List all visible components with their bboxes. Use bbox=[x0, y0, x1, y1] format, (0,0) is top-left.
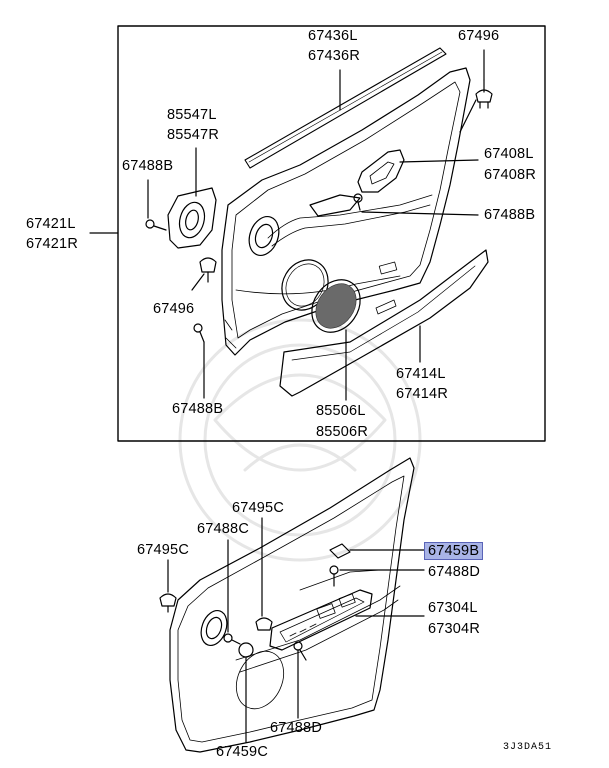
door-trim-panel-lower bbox=[169, 457, 415, 753]
label-67408-l: 67408L bbox=[484, 146, 534, 162]
speaker-bracket bbox=[167, 187, 217, 249]
diagram-code: 3J3DA51 bbox=[503, 742, 553, 753]
inside-handle bbox=[357, 149, 405, 193]
label-67488B-left: 67488B bbox=[122, 158, 174, 174]
clip-67495C-top bbox=[255, 617, 273, 631]
label-85506-r: 85506R bbox=[316, 424, 368, 440]
label-67436-l: 67436L bbox=[308, 28, 358, 44]
label-85506-l: 85506L bbox=[316, 403, 366, 419]
label-67496-mid: 67496 bbox=[153, 301, 195, 317]
watermark-seal bbox=[178, 318, 422, 562]
label-67459C: 67459C bbox=[216, 744, 268, 760]
clip-67496-mid bbox=[199, 257, 217, 283]
label-67488B-right: 67488B bbox=[484, 207, 536, 223]
label-67408-r: 67408R bbox=[484, 167, 536, 183]
screw-67488D-right bbox=[329, 565, 339, 587]
screw-67488B-bottom bbox=[193, 323, 205, 343]
label-67488C: 67488C bbox=[197, 521, 249, 537]
label-67414-r: 67414R bbox=[396, 386, 448, 402]
screw-67488B-right bbox=[353, 193, 363, 211]
speaker-grille bbox=[311, 279, 361, 333]
label-67496-top: 67496 bbox=[458, 28, 500, 44]
label-85547-r: 85547R bbox=[167, 127, 219, 143]
window-switch-panel bbox=[269, 589, 373, 651]
label-67488D-bottom: 67488D bbox=[270, 720, 322, 736]
label-67304-l: 67304L bbox=[428, 600, 478, 616]
label-67459B-highlighted: 67459B bbox=[424, 542, 484, 560]
label-67488B-bottom: 67488B bbox=[172, 401, 224, 417]
label-67436-r: 67436R bbox=[308, 48, 360, 64]
clip-67495C-left bbox=[159, 593, 177, 613]
label-67495C-top: 67495C bbox=[232, 500, 284, 516]
armrest-lower-trim bbox=[279, 249, 489, 397]
door-trim-panel-upper bbox=[221, 67, 471, 356]
belt-molding-strip bbox=[244, 47, 447, 169]
leader-67488B-right bbox=[361, 211, 479, 216]
leader-67496-top-b bbox=[459, 99, 477, 133]
label-67421-r: 67421R bbox=[26, 236, 78, 252]
screw-67488C bbox=[223, 633, 241, 645]
label-67488D-right: 67488D bbox=[428, 564, 480, 580]
cap-67459B bbox=[329, 543, 351, 559]
label-67414-l: 67414L bbox=[396, 366, 446, 382]
cap-67459C bbox=[238, 642, 254, 658]
label-67495C-left: 67495C bbox=[137, 542, 189, 558]
label-85547-l: 85547L bbox=[167, 107, 217, 123]
leader-67496-mid bbox=[191, 273, 205, 291]
clip-67496-top bbox=[475, 79, 493, 109]
screw-67488B-left bbox=[145, 219, 167, 231]
label-67304-r: 67304R bbox=[428, 621, 480, 637]
leader-67408 bbox=[399, 159, 479, 163]
label-67421-l: 67421L bbox=[26, 216, 76, 232]
